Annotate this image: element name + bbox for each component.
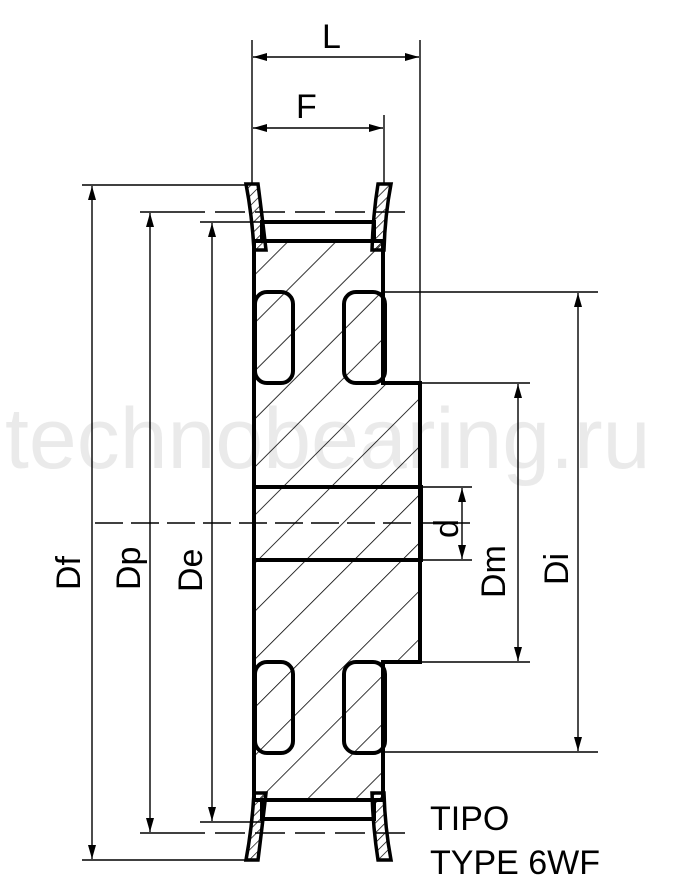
bottom-rim xyxy=(260,798,376,821)
top-right-flange xyxy=(370,182,394,252)
label-Df: Df xyxy=(50,555,88,590)
label-Dp: Dp xyxy=(110,547,148,590)
top-rim xyxy=(260,220,376,243)
extension-lines xyxy=(82,40,598,861)
label-L: L xyxy=(322,18,341,56)
lower-right-groove xyxy=(342,660,387,755)
label-d: d xyxy=(428,519,466,538)
upper-right-groove xyxy=(342,290,387,385)
label-F: F xyxy=(296,88,317,126)
dimension-lines xyxy=(88,53,582,859)
label-Dm: Dm xyxy=(475,545,513,598)
type-label-line1: TIPO xyxy=(430,800,509,838)
pulley-body xyxy=(243,182,423,862)
type-label-line2: TYPE 6WF xyxy=(430,844,600,882)
bottom-right-flange xyxy=(370,791,394,862)
center-lines xyxy=(95,211,470,834)
label-Di: Di xyxy=(538,553,576,585)
top-left-flange xyxy=(243,182,268,252)
bottom-left-flange xyxy=(243,791,268,862)
label-De: De xyxy=(172,549,210,592)
upper-left-groove xyxy=(253,290,295,385)
lower-left-groove xyxy=(253,660,295,755)
